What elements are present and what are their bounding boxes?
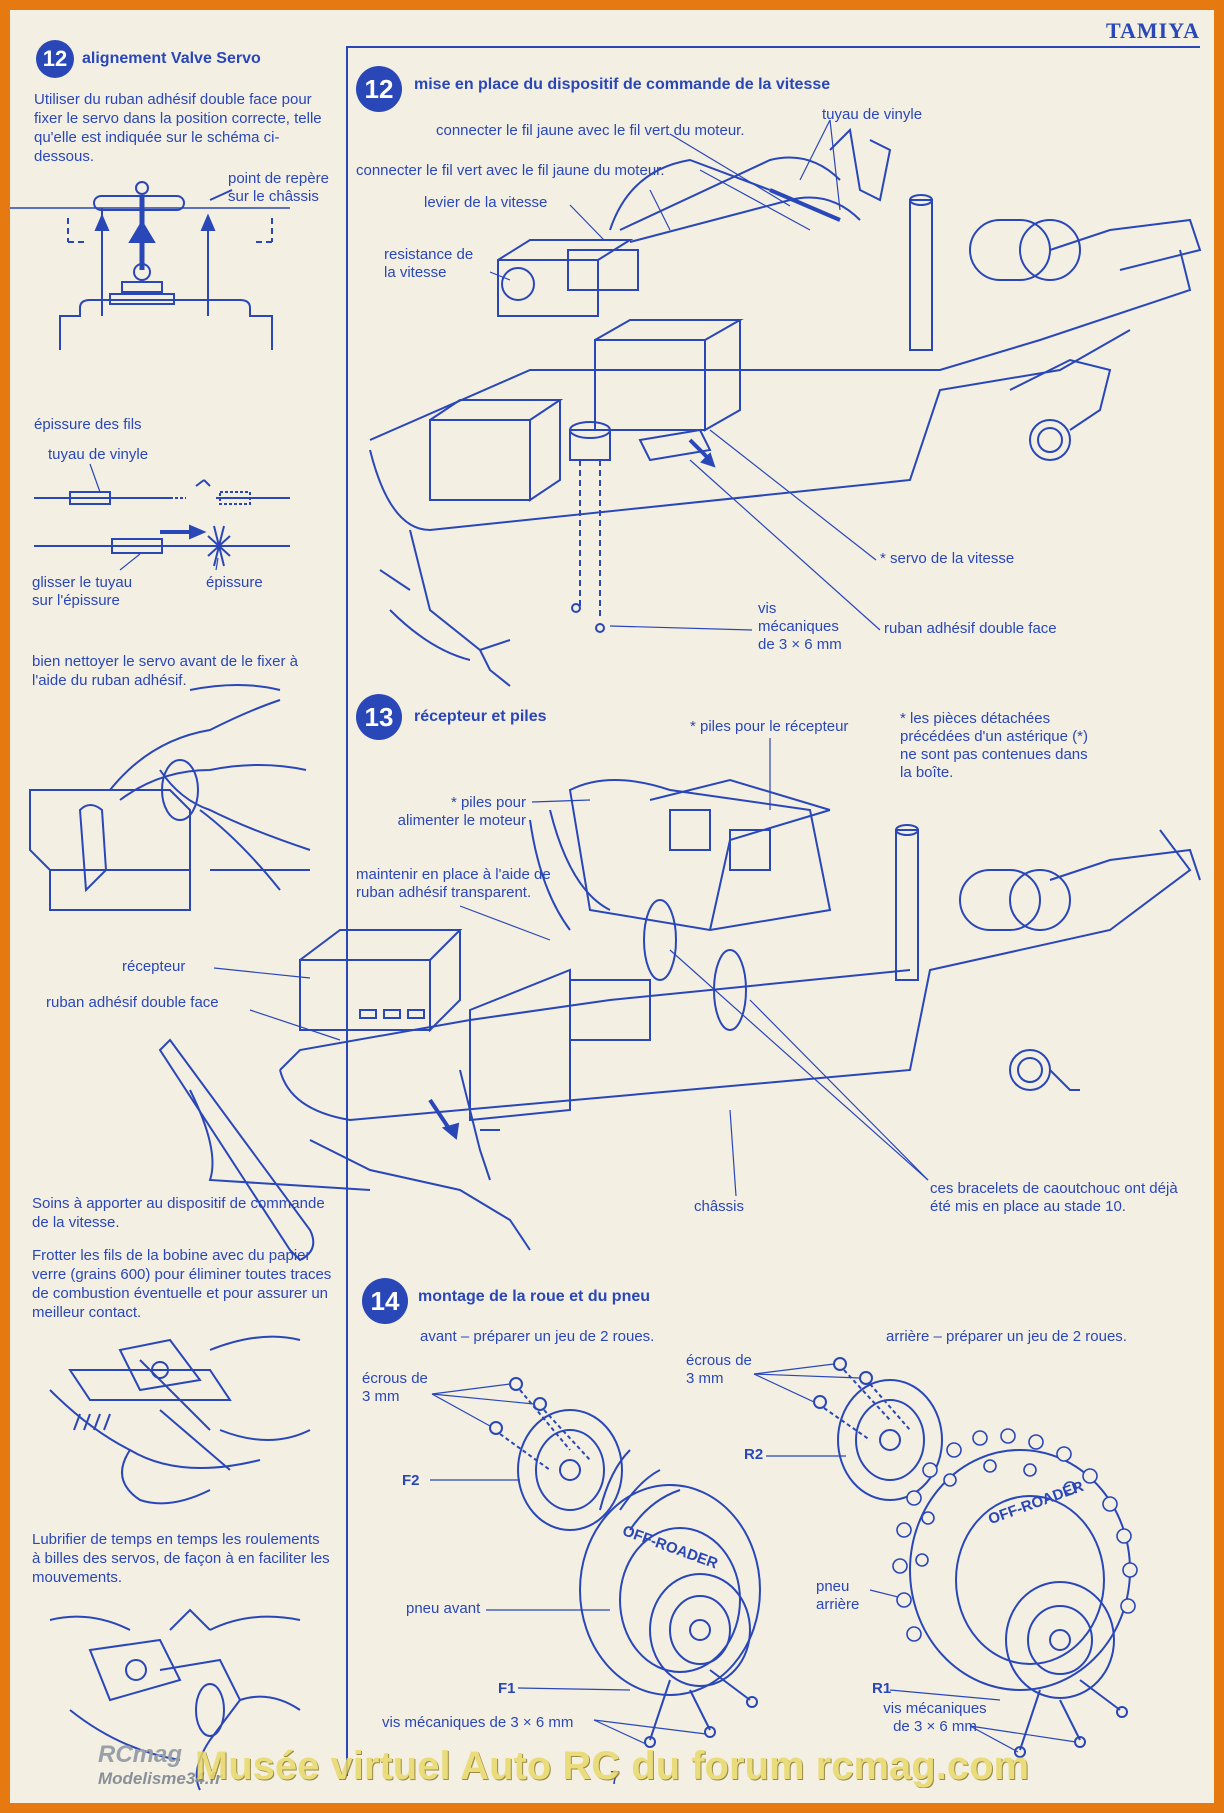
label-speed-resistor: resistance de la vitesse [384,246,474,281]
step-12-title: alignement Valve Servo [82,50,261,67]
step-12-intro: Utiliser du ruban adhésif double face po… [34,91,322,165]
modelisme-logo: Modelisme34.fr [98,1769,222,1788]
slide-tube-label: glisser le tuyau sur l'épissure [32,574,133,609]
label-motor-batteries: * piles pour alimenter le moteur [397,794,526,829]
label-nuts-rear: écrous de 3 mm [686,1352,752,1387]
label-clear-tape: maintenir en place à l'aide de ruban adh… [356,866,551,901]
label-green-to-yellow: connecter le fil vert avec le fil jaune … [356,162,665,179]
care-title: Soins à apporter au dispositif de comman… [32,1195,325,1231]
step-13-badge: 13 [356,694,402,740]
label-receiver-batteries: * piles pour le récepteur [690,718,849,735]
rear-tire-knobs [892,1428,1138,1642]
label-receiver: récepteur [122,958,186,975]
label-speed-lever: levier de la vitesse [424,194,548,211]
splice-heading: épissure des fils [34,416,142,433]
rear-wheel-caption: arrière – préparer un jeu de 2 roues. [886,1328,1127,1345]
label-speed-servo: * servo de la vitesse [880,550,1015,567]
care-body: Frotter les fils de la bobine avec du pa… [32,1247,332,1321]
assembly-illustrations: OFF-ROADER OFF-ROADER [158,119,1202,1758]
label-chassis: châssis [694,1198,745,1215]
step-14-title: montage de la roue et du pneu [418,1288,651,1305]
label-r1: R1 [872,1680,892,1697]
label-double-sided-tape-12: ruban adhésif double face [884,620,1057,637]
asterisk-note: * les pièces détachées précédées d'un as… [900,710,1088,781]
label-screws-rear: vis mécaniques de 3 × 6 mm [883,1700,987,1735]
rcmag-logo: RCmag [98,1741,183,1768]
step-14-badge: 14 [362,1278,408,1324]
label-front-tire: pneu avant [406,1600,481,1617]
label-rear-tire: pneu arrière [816,1578,860,1613]
label-rubber-bands: ces bracelets de caoutchouc ont déjà été… [930,1180,1178,1215]
label-double-sided-tape-13: ruban adhésif double face [46,994,219,1011]
chassis-mark-label: point de repère sur le châssis [228,170,329,205]
label-f1: F1 [498,1680,516,1697]
label-machine-screws-12: vis mécaniques de 3 × 6 mm [758,600,842,653]
clean-servo-note: bien nettoyer le servo avant de le fixer… [32,653,298,689]
label-screws-front: vis mécaniques de 3 × 6 mm [382,1714,574,1731]
front-wheel-caption: avant – préparer un jeu de 2 roues. [420,1328,655,1345]
section-top-rule [346,46,1200,48]
left-column-illustrations [10,181,311,1791]
label-f2: F2 [402,1472,420,1489]
step-12-badge: 12 [36,40,74,78]
label-yellow-to-green: connecter le fil jaune avec le fil vert … [436,122,745,139]
page-number: 7 [610,1768,621,1788]
label-nuts-front: écrous de 3 mm [362,1370,428,1405]
step-12b-badge: 12 [356,66,402,112]
step-13-title: récepteur et piles [414,708,547,725]
vinyl-tube-label: tuyau de vinyle [48,446,149,463]
instruction-sheet: TAMIYA 12 alignement Valve Servo Utilise… [10,10,1214,1803]
column-divider [346,46,348,1776]
label-vinyl-tube: tuyau de vinyle [822,106,923,123]
brand-logo: TAMIYA [1105,18,1200,43]
splice-label: épissure [206,574,263,591]
lube-note: Lubrifier de temps en temps les roulemen… [32,1531,330,1586]
label-r2: R2 [744,1446,764,1463]
forum-watermark: Musée virtuel Auto RC du forum rcmag.com [194,1744,1030,1788]
step-12b-title: mise en place du dispositif de commande … [414,76,831,93]
